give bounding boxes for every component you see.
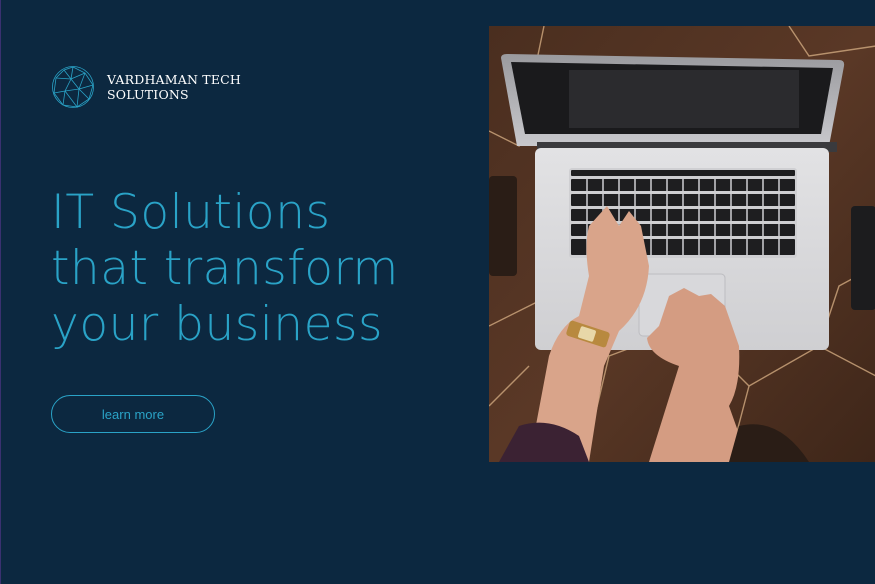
hero-image [489,26,875,462]
brand-name-line1: VARDHAMAN TECH [107,72,242,87]
globe-network-icon [52,66,94,109]
hero-title-line2: that transform [51,241,399,296]
brand-logo[interactable]: VARDHAMAN TECH SOLUTIONS [51,65,241,109]
learn-more-button[interactable]: learn more [51,395,215,433]
hero-title-line1: IT Solutions [51,185,331,240]
laptop-typing-photo [489,26,875,462]
hero-title: IT Solutions that transform your busines… [51,185,399,353]
brand-name: VARDHAMAN TECH SOLUTIONS [107,72,241,102]
hero-title-line3: your business [51,297,383,352]
brand-name-line2: SOLUTIONS [107,87,189,102]
